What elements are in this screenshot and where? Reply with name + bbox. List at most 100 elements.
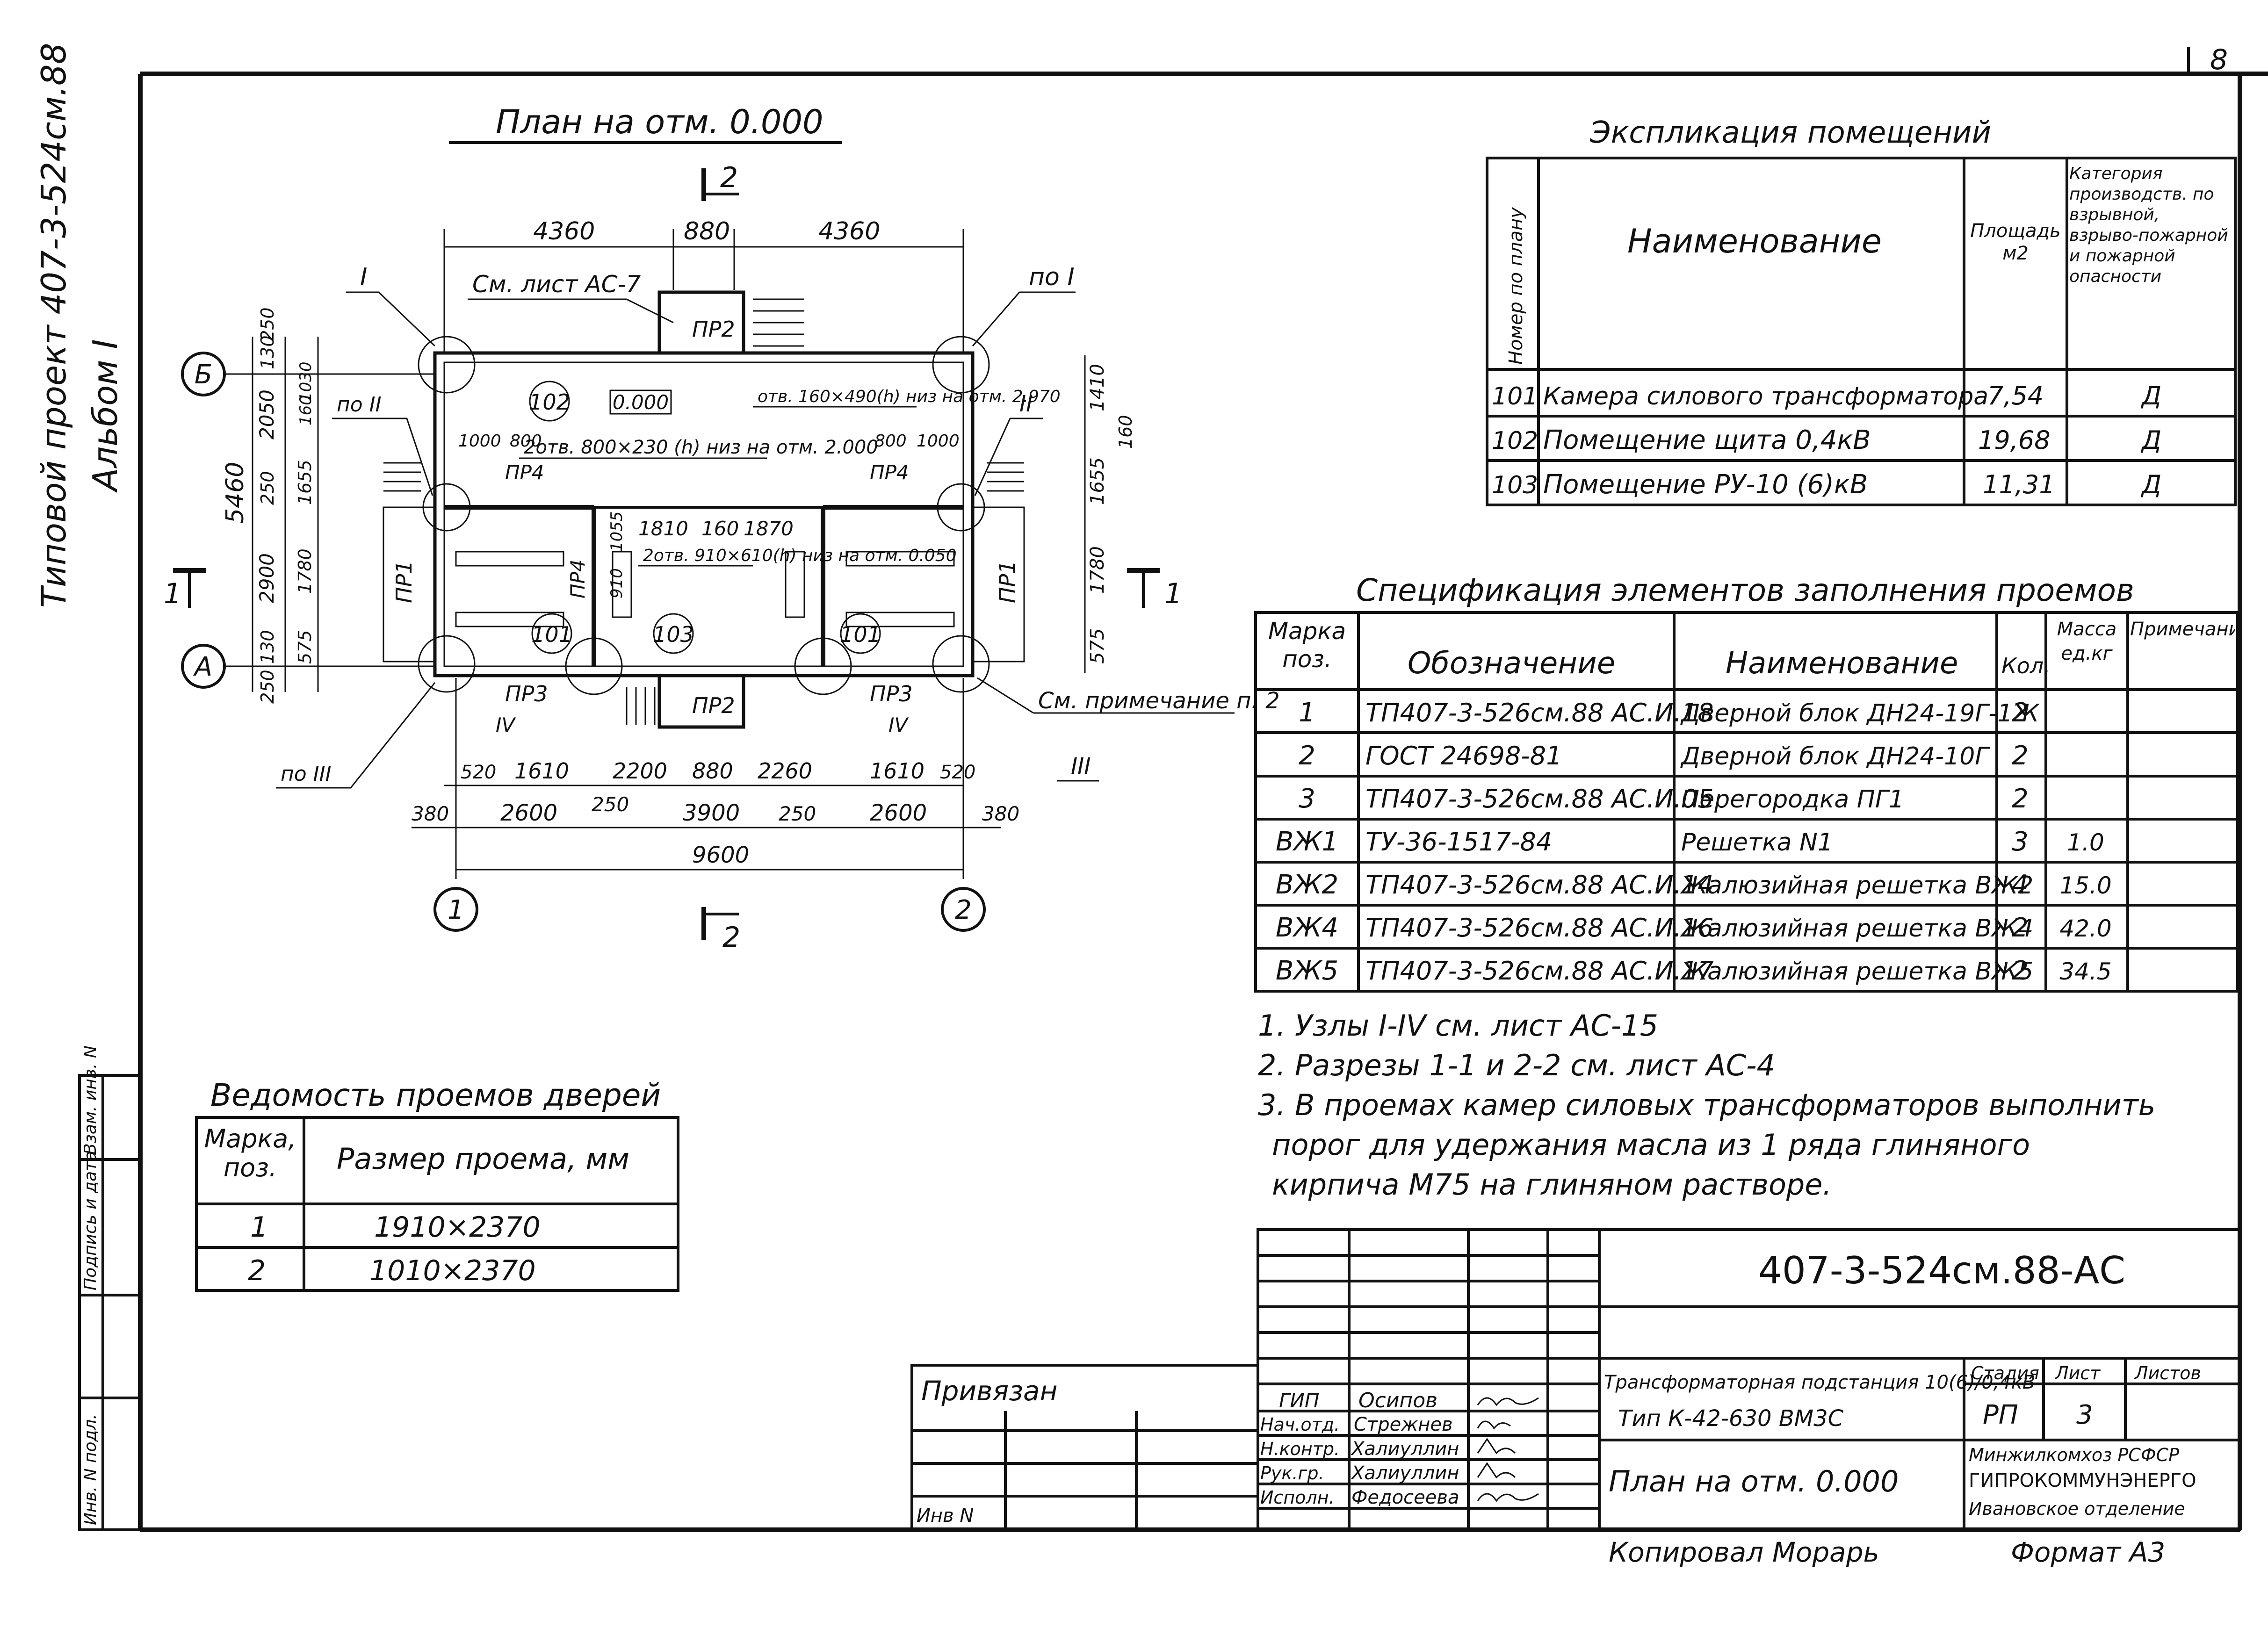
spec-cell-r4-c2: ТУ-36-1517-84 [1365, 827, 1552, 857]
stamp-stage: РП [1983, 1400, 2018, 1430]
strip-label-podpis: Подпись и дата [81, 1151, 100, 1290]
title-stamp: 407-3-524см.88-АС Трансформаторная подст… [910, 1228, 2241, 1531]
stamp-org-1: Минжилкомхоз РСФСР [1969, 1445, 2179, 1465]
stamp-name-fedoseeva: Федосеева [1351, 1487, 1459, 1508]
stamp-name-haliullin-1: Халиуллин [1351, 1438, 1459, 1460]
dim-right-160: 160 [1115, 415, 1136, 449]
dim-bottom2-250a: 250 [592, 793, 629, 816]
signature-2 [1477, 1420, 1511, 1430]
axis-col-2 [941, 887, 986, 932]
format: Формат А3 [2011, 1536, 2165, 1568]
dim-top-1: 4360 [533, 217, 595, 245]
node-label-po-iii: по III [281, 762, 332, 786]
spec-cell-r2-c3: Дверной блок ДН24-10Г [1680, 742, 1990, 771]
spec-cell-r6-c5: 42.0 [2059, 915, 2111, 942]
spec-cell-r1-c3: Дверной блок ДН24-19Г-1Ж [1680, 699, 2040, 727]
small-dim-1000-right: 1000 [917, 432, 960, 451]
explication-header-name: Наименование [1627, 222, 1882, 260]
explication-header-area: Площадь м2 [1970, 220, 2061, 264]
dim-left-250-mid: 250 [257, 471, 278, 505]
small-dim-1000-left: 1000 [458, 432, 501, 451]
spec-cell-r3-c2: ТП407-3-526см.88 АС.И.05 [1365, 784, 1714, 814]
node-label-iii: III [1071, 753, 1091, 779]
copied-by: Копировал Морарь [1609, 1536, 1879, 1568]
stamp-type: Тип К-42-630 ВМ3С [1618, 1405, 1844, 1432]
small-dim-910: 910 [607, 568, 626, 598]
explication-row1-num: 101 [1492, 382, 1538, 410]
dim-bottom1-1610b: 1610 [870, 758, 925, 784]
spec-cell-r6-c4: 2 [2012, 913, 2029, 943]
room-number-102: 102 [529, 389, 570, 415]
explication-table: Экспликация помещений Номер по плану Наи… [1486, 115, 2237, 506]
signature-1 [1477, 1397, 1539, 1406]
spec-cell-r7-c4: 2 [2012, 956, 2029, 986]
spec-cell-r6-c3: Жалюзийная решетка ВЖ4 [1680, 915, 2033, 943]
small-dim-160: 160 [701, 517, 739, 540]
spec-cell-r5-c5: 15.0 [2059, 872, 2111, 899]
explication-row2-name: Помещение щита 0,4кВ [1543, 425, 1871, 455]
stamp-sheets-header: Листов [2134, 1363, 2201, 1383]
node-label-i: I [360, 263, 367, 291]
explication-row1-area: 7,54 [1987, 381, 2044, 410]
doors-row1-mark: 1 [250, 1211, 268, 1244]
dim-left-130-bottom: 130 [257, 630, 278, 664]
spec-cell-r5-c2: ТП407-3-526см.88 АС.И.14 [1365, 870, 1714, 900]
spec-header-name: Наименование [1726, 646, 1958, 681]
stamp-org-3: Ивановское отделение [1969, 1498, 2185, 1519]
explication-row1-cat: Д [2141, 381, 2161, 410]
node-label-ii: II [1019, 391, 1033, 417]
note-3-cont-2: кирпича М75 на глиняном растворе. [1272, 1167, 1832, 1202]
signature-3 [1477, 1438, 1516, 1455]
dim-bottom2-3900: 3900 [683, 800, 740, 826]
doors-row1-size: 1910×2370 [374, 1211, 541, 1244]
strip-label-inv: Инв. N подл. [81, 1414, 100, 1525]
section-1-left: 1 [164, 577, 181, 610]
opening-pr2-top: ПР2 [692, 317, 735, 342]
spec-header-designation: Обозначение [1408, 646, 1615, 681]
left-strip [78, 1074, 142, 1531]
small-dim-800-left: 800 [510, 432, 542, 451]
stamp-sheet-title: План на отм. 0.000 [1609, 1464, 1899, 1498]
dim-left-inner-1780: 1780 [295, 548, 315, 594]
room-number-101-right: 101 [840, 622, 881, 647]
spec-header-note: Примечание [2130, 619, 2235, 640]
sheet-number: 8 [2210, 43, 2228, 76]
spec-cell-r6-c2: ТП407-3-526см.88 АС.И.16 [1365, 913, 1714, 943]
spec-header-mark: Марка поз. [1268, 618, 1346, 673]
small-dim-1055: 1055 [607, 511, 626, 552]
dim-left-inner-1655: 1655 [295, 460, 315, 505]
note-1: 1. Узлы I-IV см. лист АС-15 [1258, 1008, 1658, 1043]
room-number-101-left: 101 [531, 622, 572, 647]
stamp-name-strezhnev: Стрежнев [1354, 1414, 1453, 1435]
opening-pr4-left: ПР4 [505, 461, 544, 484]
spec-cell-r3-c4: 2 [2012, 784, 2029, 814]
stamp-role-rukgr: Рук.гр. [1260, 1463, 1324, 1484]
callout-see-note-2: См. примечание п. 2 [1038, 688, 1280, 714]
stamp-role-gip: ГИП [1279, 1389, 1319, 1412]
room-number-103: 103 [653, 622, 694, 647]
notes: 1. Узлы I-IV см. лист АС-15 2. Разрезы 1… [1258, 1008, 2155, 1202]
axis-col-1 [433, 887, 478, 932]
spec-cell-r7-c2: ТП407-3-526см.88 АС.И.17 [1365, 956, 1714, 986]
stamp-role-ispoln: Исполн. [1260, 1487, 1335, 1508]
spec-cell-r4-c5: 1.0 [2067, 829, 2104, 856]
axis-row-b-label: Б [195, 360, 212, 390]
explication-row2-num: 102 [1492, 427, 1538, 455]
dim-bottom1-520a: 520 [461, 762, 496, 783]
signature-4 [1477, 1462, 1516, 1479]
section-1-right: 1 [1164, 577, 1182, 610]
axis-row-a-label: А [193, 652, 212, 682]
note-3-cont-1: порог для удержания масла из 1 ряда глин… [1272, 1128, 2030, 1162]
dim-bottom-total: 9600 [692, 842, 749, 868]
explication-row3-num: 103 [1492, 471, 1538, 499]
doors-row2-size: 1010×2370 [369, 1254, 536, 1287]
strip-label-vzam: Взам. инв. N [81, 1045, 100, 1155]
doors-title: Ведомость проемов дверей [210, 1077, 661, 1113]
node-label-po-i: по I [1029, 263, 1075, 291]
axis-col-2-label: 2 [955, 895, 972, 925]
explication-row1-name: Камера силового трансформатора [1543, 382, 1988, 410]
dim-bottom2-2600b: 2600 [870, 800, 927, 826]
small-dim-1810: 1810 [638, 517, 688, 540]
